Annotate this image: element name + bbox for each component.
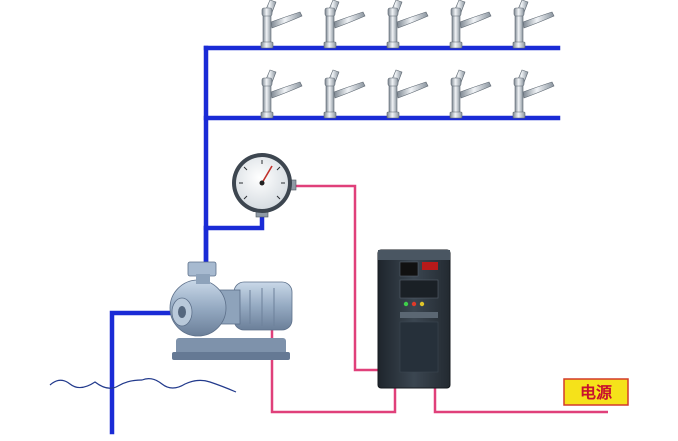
water-pump [169, 261, 293, 360]
faucet-icon [386, 0, 429, 49]
faucet-icon [512, 0, 555, 49]
power-supply-wire [433, 385, 608, 414]
faucet-icon [323, 69, 366, 119]
power-supply-box: 电源 [563, 378, 629, 406]
faucet-row-lower [260, 69, 555, 119]
gauge-needle [261, 165, 273, 184]
pressure-gauge [232, 153, 297, 218]
suction-pipe [109, 310, 185, 435]
faucet-icon [512, 69, 555, 119]
water-surface-line [49, 378, 237, 393]
faucet-icon [260, 0, 303, 49]
faucet-icon [386, 69, 429, 119]
inverter-to-motor-wire [270, 320, 397, 414]
faucet-icon [260, 69, 303, 119]
faucet-row-upper [260, 0, 555, 49]
faucet-icon [323, 0, 366, 49]
power-supply-label: 电源 [580, 383, 612, 402]
frequency-inverter [377, 249, 451, 389]
gauge-to-inverter-wire [290, 184, 380, 372]
faucet-icon [449, 0, 492, 49]
gauge-connection-pipe [203, 210, 265, 231]
signal-wires [270, 184, 608, 414]
faucet-icon [449, 69, 492, 119]
water-pipes [109, 45, 561, 435]
